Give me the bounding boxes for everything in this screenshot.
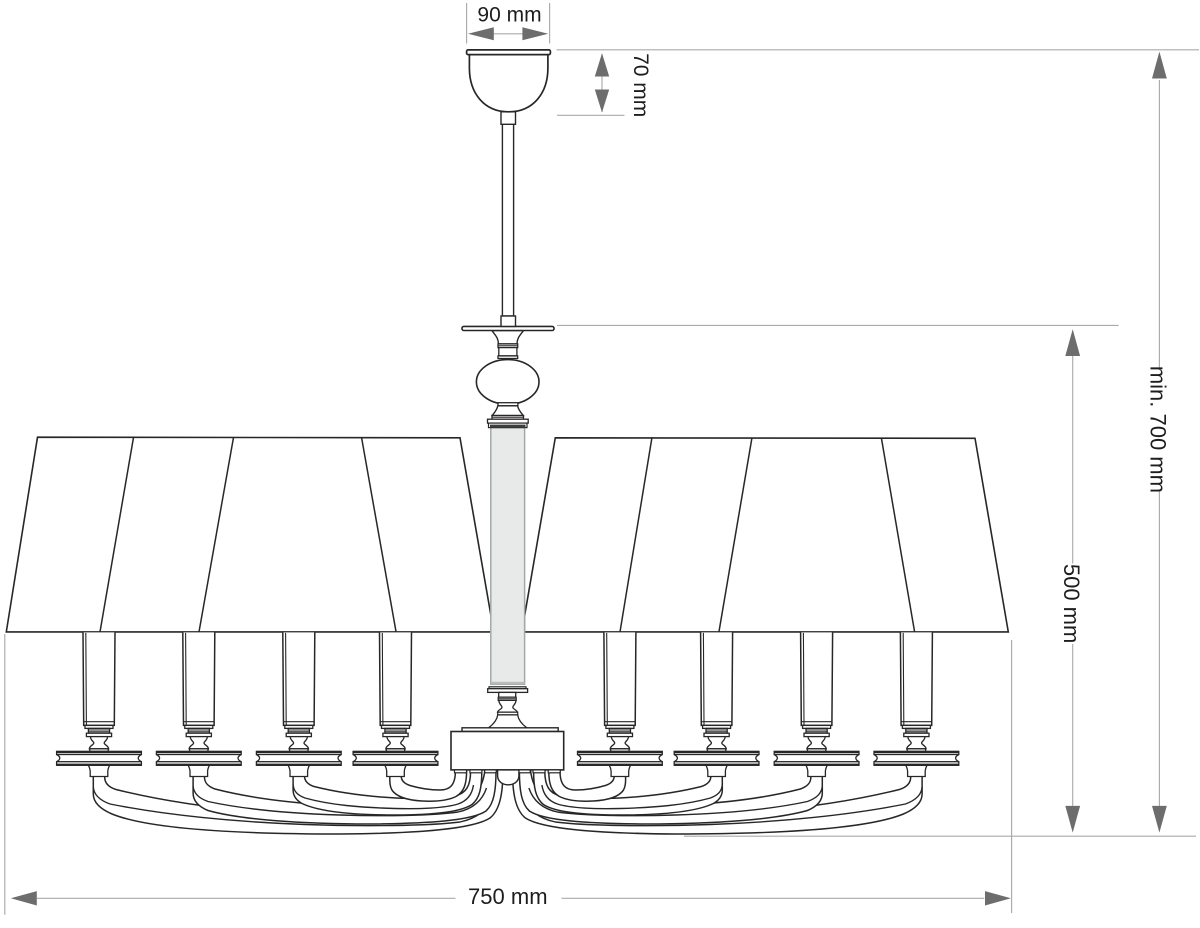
svg-text:500 mm: 500 mm: [1059, 564, 1084, 643]
svg-text:min. 700 mm: min. 700 mm: [1146, 366, 1171, 493]
svg-text:750 mm: 750 mm: [468, 884, 547, 909]
svg-text:70 mm: 70 mm: [629, 53, 652, 117]
svg-text:90 mm: 90 mm: [477, 4, 541, 27]
